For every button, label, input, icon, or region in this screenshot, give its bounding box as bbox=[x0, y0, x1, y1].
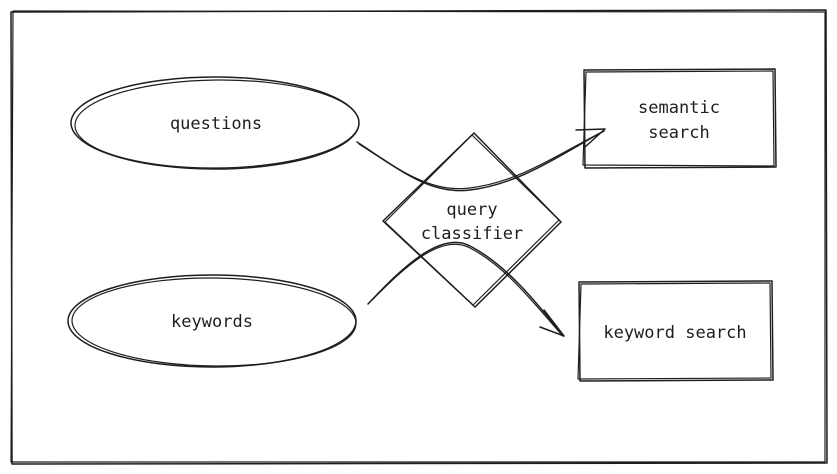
keyword-search-node[interactable]: keyword search bbox=[577, 280, 774, 382]
arrowhead-semantic bbox=[575, 128, 606, 148]
query-classifier-node[interactable]: query classifier bbox=[382, 132, 562, 308]
keywords-label: keywords bbox=[171, 312, 253, 332]
semantic-search-label-line1: semantic bbox=[638, 98, 720, 118]
outer-frame bbox=[10, 9, 828, 465]
keyword-search-label: keyword search bbox=[603, 323, 746, 343]
query-classifier-label-line1: query bbox=[446, 200, 497, 220]
arrow-questions-to-semantic-search bbox=[356, 128, 606, 192]
semantic-search-node[interactable]: semantic search bbox=[582, 68, 777, 169]
semantic-search-label-line2: search bbox=[648, 123, 709, 143]
arrow-keywords-to-keyword-search bbox=[367, 241, 565, 337]
questions-node[interactable]: questions bbox=[70, 76, 360, 170]
query-classifier-label-line2: classifier bbox=[421, 224, 523, 244]
questions-label: questions bbox=[170, 114, 262, 134]
arrowhead-keyword bbox=[539, 309, 565, 337]
keywords-node[interactable]: keywords bbox=[67, 274, 357, 368]
